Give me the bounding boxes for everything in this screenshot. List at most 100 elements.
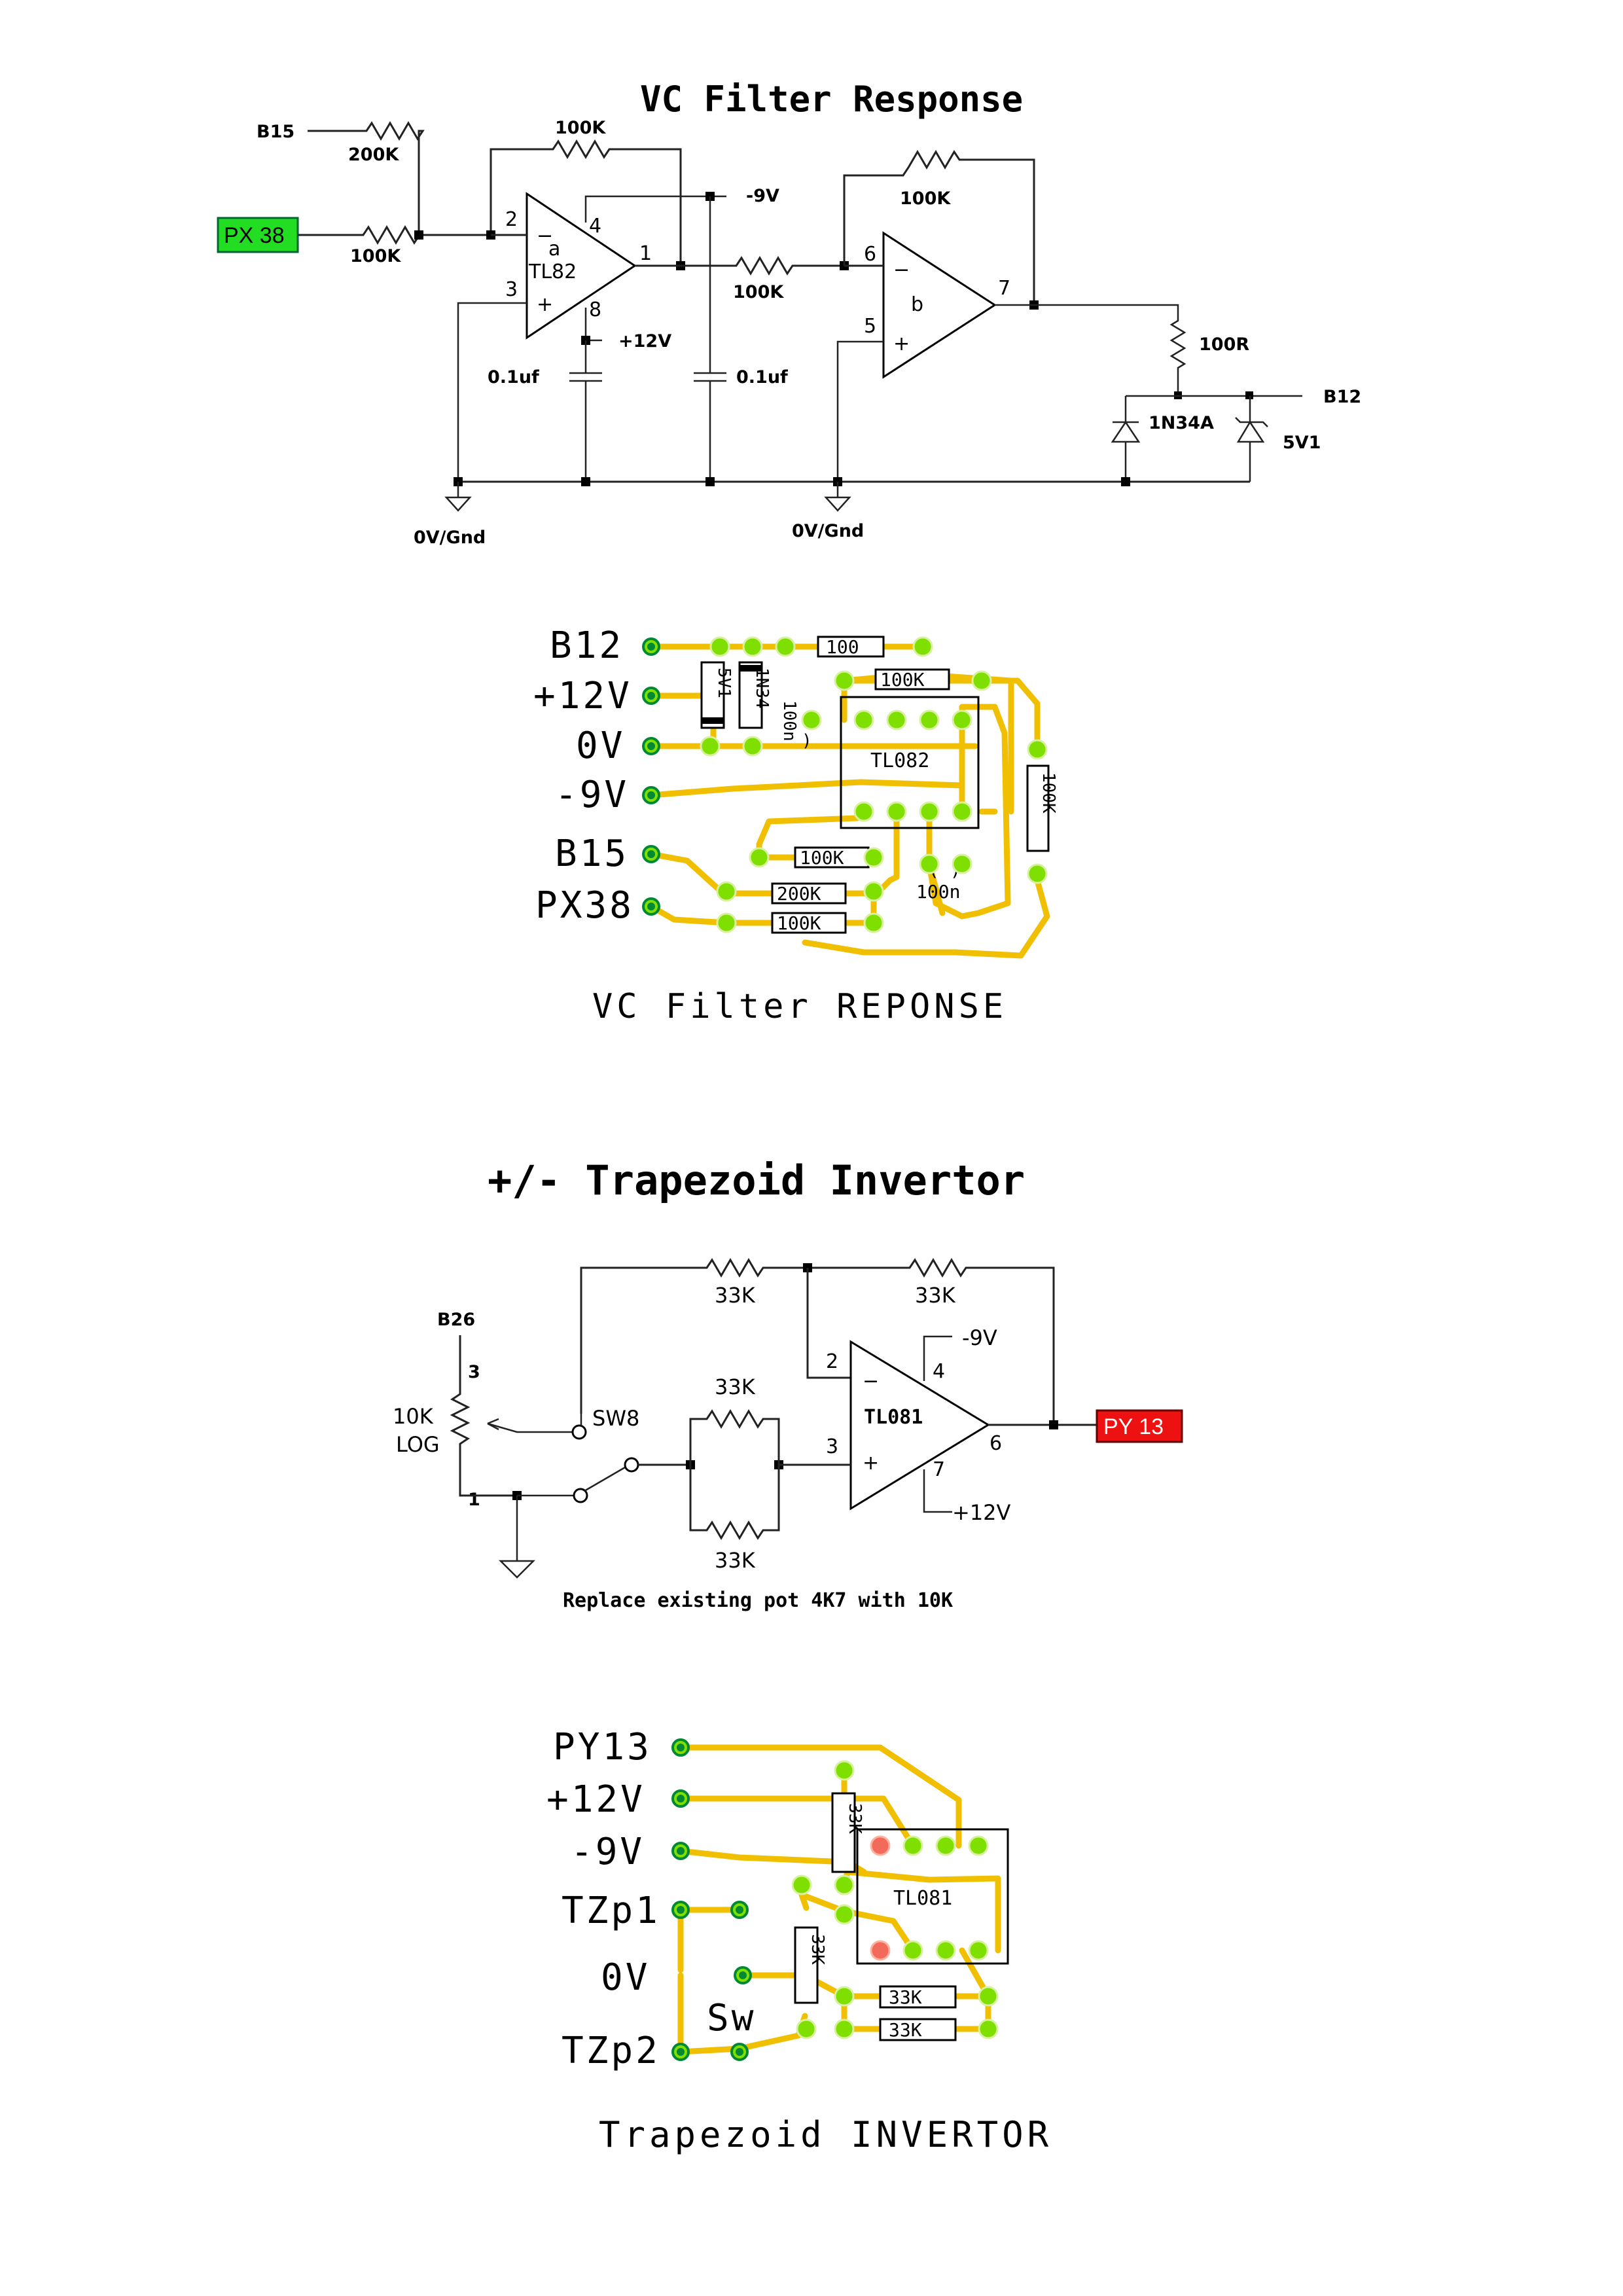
sw8-lever (584, 1466, 626, 1492)
pcb2-resistor-33k-v1 (831, 1792, 856, 1873)
pcb1-resistor-100-label: 100 (826, 636, 859, 658)
r100k-fb-wire (490, 139, 682, 266)
pcb1-cap-symbol2: ) (802, 731, 812, 751)
pin2-label: 2 (826, 1350, 838, 1373)
cap2-label: 0.1uf (736, 367, 788, 387)
cap1-symbol (569, 340, 602, 482)
tl081-plus: + (863, 1452, 879, 1475)
pin6-label: 6 (990, 1432, 1002, 1455)
pcb1-resistor-100k-v-label: 100K (1039, 772, 1058, 814)
pin3-label: 3 (505, 278, 518, 301)
r33k-d-label: 33K (715, 1548, 756, 1573)
pot-pin3-label: 3 (468, 1362, 480, 1382)
ground-icon (824, 482, 851, 512)
r33k-parallel-top (689, 1409, 780, 1465)
pcb2-ic-label: TL081 (893, 1887, 952, 1910)
pcb2-pads (791, 1760, 999, 2039)
pin8-label: 8 (589, 298, 601, 321)
pot-wiper (487, 1422, 573, 1433)
pot-value-label: 10K (393, 1404, 434, 1429)
schematic2-title: +/- Trapezoid Invertor (488, 1157, 1025, 1204)
r33k-a-label: 33K (715, 1283, 756, 1308)
r100r-label: 100R (1199, 334, 1249, 355)
pin6-label: 6 (864, 243, 876, 266)
r200k-wire (308, 121, 425, 230)
minus9v-label: -9V (746, 186, 779, 206)
tl081-label: TL081 (864, 1406, 923, 1429)
b12-label: B12 (1323, 387, 1361, 407)
pcb2-ic-outline (856, 1828, 1009, 1965)
py13-tag (1096, 1409, 1183, 1443)
r100k-in-label: 100K (350, 246, 401, 266)
opamp-a (526, 192, 637, 340)
ground-icon (498, 1496, 536, 1579)
plus12v-label: +12V (952, 1500, 1011, 1525)
pot-wiper-arrow (487, 1418, 499, 1431)
schematic1-title: VC Filter Response (640, 79, 1023, 120)
pcb1-terminal-b15: B15 (555, 833, 629, 875)
b15-label: B15 (257, 122, 294, 142)
tl081-minus: − (863, 1370, 879, 1393)
pcb1-resistor-100 (817, 636, 885, 658)
junction (705, 477, 715, 486)
pin4-label: 4 (589, 215, 601, 238)
pcb1-resistor-200k-label: 200K (777, 883, 821, 905)
amp-a-plus: + (537, 293, 553, 316)
pcb1-caption: VC Filter REPONSE (592, 987, 1007, 1026)
zener-label: 5V1 (1283, 433, 1321, 453)
pcb1-terminals: B12 +12V 0V -9V B15 PX38 (533, 624, 660, 927)
px38-tag-label: PX 38 (224, 223, 285, 248)
opamp-b (882, 231, 997, 379)
pcb1-cap-100n-v: 100n (779, 700, 799, 742)
wire (806, 1268, 851, 1379)
pcb1-resistor-100k-a-label: 100K (800, 847, 844, 869)
r100k-fb2-wire (843, 150, 1035, 305)
r33k-b-label: 33K (915, 1283, 956, 1308)
minus9v-label: -9V (962, 1325, 997, 1350)
pcb2-resistor-33k-h2-label: 33K (889, 2019, 922, 2041)
schematic-trapezoid: +/- Trapezoid Invertor 33K 33K − + 2 3 T… (393, 1157, 1183, 1612)
opamp-tl081 (849, 1340, 990, 1511)
pcb2-resistor-33k-h2 (879, 2018, 957, 2041)
pcb1-diode-5v1 (700, 661, 725, 729)
pcb1-cap-100n-b: 100n (916, 881, 960, 903)
sw8-label: SW8 (592, 1406, 639, 1431)
r100k-fb-label: 100K (555, 118, 606, 138)
pcb2-resistor-33k-h1 (879, 1985, 957, 2009)
sw8-contact-a (571, 1424, 587, 1440)
pcb2-resistor-33k-v2-label: 33K (808, 1934, 827, 1965)
pin3-label: 3 (826, 1435, 838, 1458)
cap2-symbol (694, 196, 726, 482)
gnd1-label: 0V/Gnd (414, 528, 486, 548)
pcb1-diode-1n34 (738, 661, 763, 729)
pcb2-resistor-33k-h1-label: 33K (889, 1986, 922, 2008)
r100k-mid-label: 100K (733, 282, 784, 302)
r100r-wire (995, 304, 1186, 396)
b26-label: B26 (437, 1310, 475, 1330)
pot-pin1-label: 1 (468, 1490, 480, 1510)
amp-b-id: b (911, 293, 923, 316)
amp-b-minus: − (893, 259, 910, 281)
schematic-vc-filter: VC Filter Response B15 200K PX 38 100K 1… (217, 79, 1361, 548)
gnd2-label: 0V/Gnd (792, 521, 864, 541)
wire (836, 340, 883, 482)
top-resistor-chain (580, 1258, 1055, 1425)
pcb1-components: 5V1 1N34 100n ( ) 100 100K 100K 100K 200… (700, 636, 1058, 934)
pcb2-caption: Trapezoid INVERTOR (599, 2114, 1052, 2155)
sw8-pivot (624, 1457, 639, 1473)
pcb1-resistor-100k-a (794, 846, 870, 869)
pcb1-terminal-px38: PX38 (535, 884, 634, 927)
diode-label: 1N34A (1149, 413, 1214, 433)
pcb1-resistor-100k-b (771, 912, 847, 934)
pcb2-terminal-12v: +12V (546, 1778, 645, 1821)
r200k-label: 200K (348, 145, 399, 165)
pin7-label: 7 (933, 1458, 945, 1481)
pin1-label: 1 (639, 242, 652, 265)
wire (923, 1469, 952, 1513)
junction (414, 230, 423, 240)
pcb1-resistor-100k-v (1026, 764, 1050, 852)
replace-note: Replace existing pot 4K7 with 10K (563, 1589, 953, 1612)
pcb1-diode-1n34-label: 1N34 (752, 668, 772, 709)
junction (1121, 477, 1130, 486)
pot-log-label: LOG (396, 1432, 440, 1457)
